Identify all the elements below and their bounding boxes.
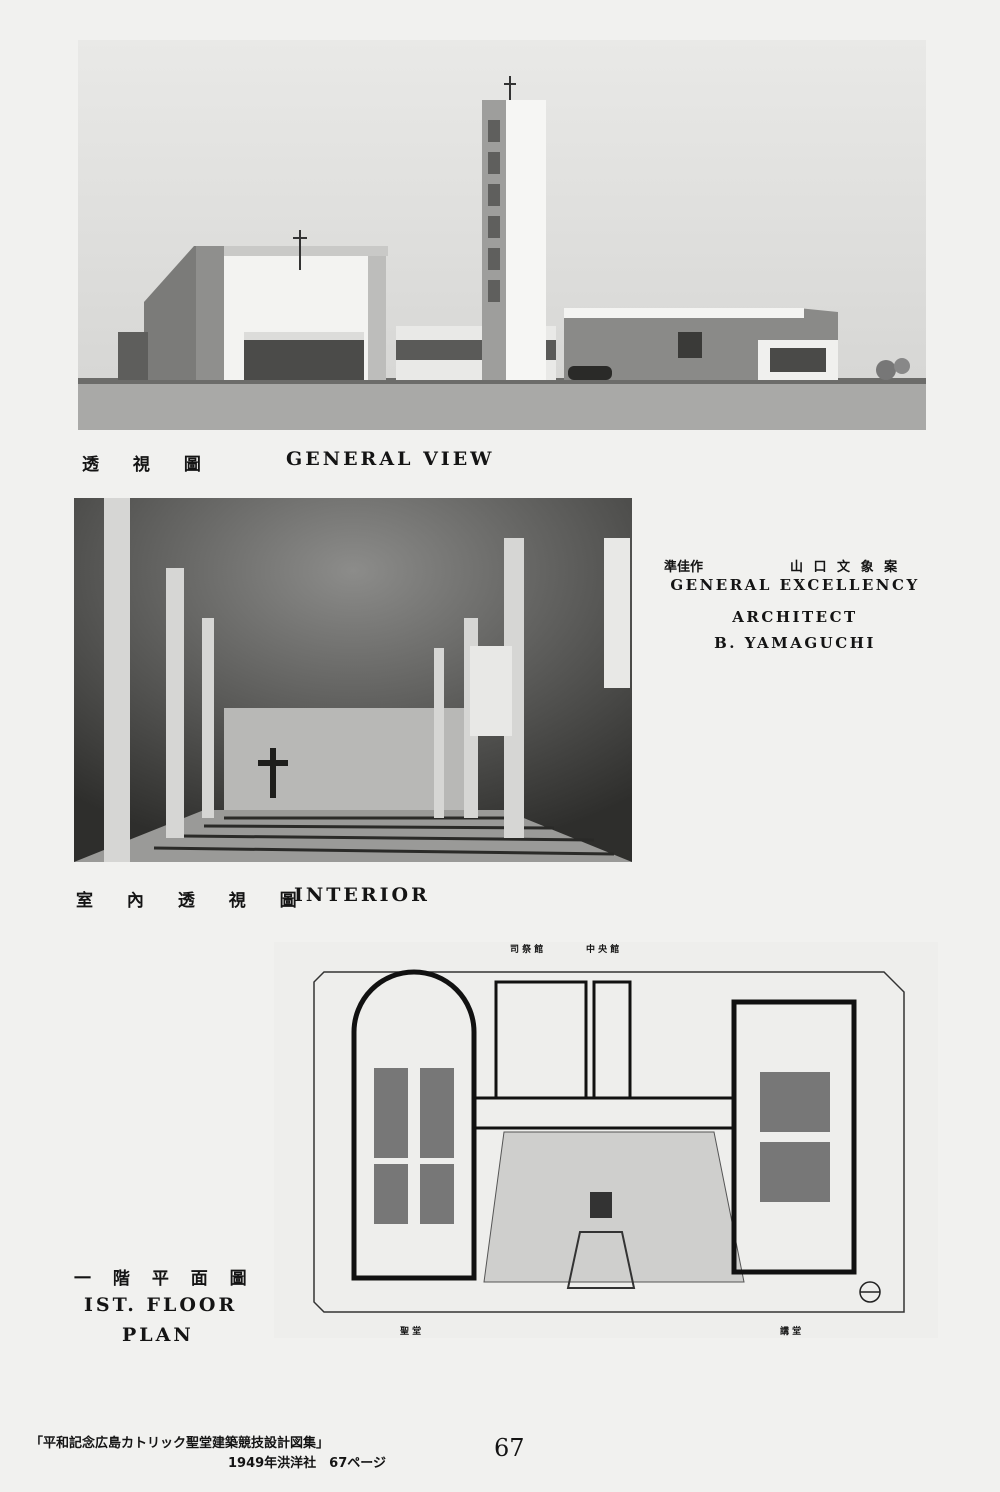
architect-jp: 山 口 文 象 案 <box>790 560 901 575</box>
source-line-2: 1949年洪洋社 67ページ <box>228 1456 387 1471</box>
name-en: B. YAMAGUCHI <box>714 634 876 652</box>
interior-image <box>74 498 632 862</box>
floor-plan-label-top-center: 中 央 館 <box>586 945 620 955</box>
role-en: ARCHITECT <box>732 608 858 626</box>
floor-plan-image: 司 祭 館 中 央 館 聖 堂 講 堂 <box>274 942 938 1338</box>
page-number: 67 <box>494 1434 525 1462</box>
floor-plan-label-bottom-left: 聖 堂 <box>400 1327 422 1337</box>
floor-plan-caption-en-2: PLAN <box>122 1324 194 1346</box>
source-line-1: 「平和記念広島カトリック聖堂建築競技設計図集」 <box>30 1436 330 1451</box>
interior-caption-jp: 室 內 透 視 圖 <box>76 891 311 911</box>
general-view-caption-en: GENERAL VIEW <box>286 448 495 470</box>
floor-plan-label-top-left: 司 祭 館 <box>510 945 544 955</box>
interior-caption-en: INTERIOR <box>294 884 430 906</box>
award-en: GENERAL EXCELLENCY <box>670 576 920 594</box>
floor-plan-caption-jp: 一 階 平 面 圖 <box>74 1269 255 1289</box>
general-view-caption-jp: 透 視 圖 <box>82 455 215 475</box>
general-view-drawing <box>78 40 926 430</box>
general-view-image <box>78 40 926 430</box>
floor-plan-label-bottom-right: 講 堂 <box>780 1327 802 1337</box>
interior-drawing <box>74 498 632 862</box>
floor-plan-drawing <box>313 969 905 1313</box>
floor-plan-caption-en-1: IST. FLOOR <box>84 1294 238 1316</box>
award-jp: 準佳作 <box>664 560 704 575</box>
